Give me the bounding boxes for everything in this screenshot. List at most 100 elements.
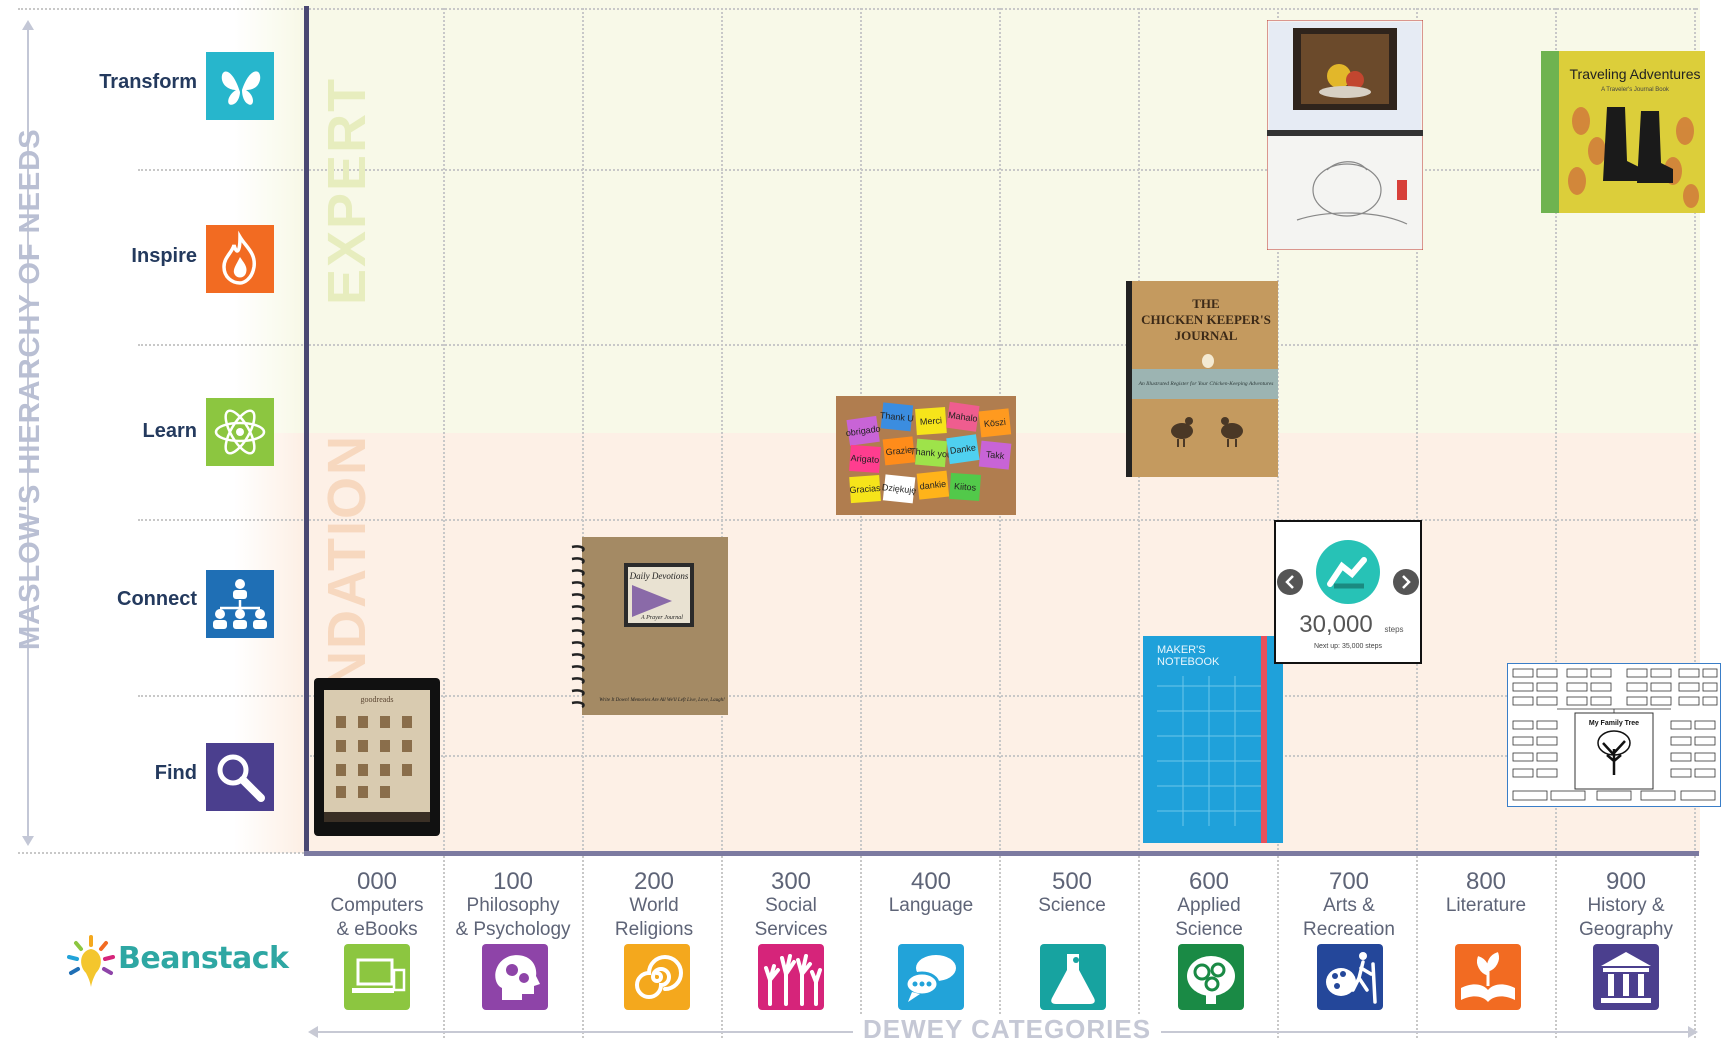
columns-icon xyxy=(1593,944,1659,1010)
category-code-500: 500 xyxy=(1051,868,1093,895)
thank-you-notes-image[interactable]: obrigado Thank U Merci Mahalo Köszi Arig… xyxy=(836,396,1016,515)
category-name-line1: World xyxy=(629,895,679,916)
palette-hiker-icon xyxy=(1317,944,1383,1010)
journal-cover-subtitle: A Prayer Journal xyxy=(640,615,683,621)
magnifier-icon xyxy=(206,743,274,811)
chicken-keepers-journal-image[interactable]: THE CHICKEN KEEPER'S JOURNAL An Illustra… xyxy=(1126,281,1278,477)
sticky-note-text: Köszi xyxy=(983,417,1006,429)
speech-bubbles-icon xyxy=(898,944,964,1010)
sticky-note-text: Arigato xyxy=(850,453,879,465)
maslow-axis-arrow xyxy=(22,20,34,846)
dewey-axis-title: DEWEY CATEGORIES xyxy=(853,1014,1162,1045)
grid-line xyxy=(1694,8,1696,1038)
category-name-line2: & eBooks xyxy=(336,919,418,940)
category-name-line1: Arts & xyxy=(1323,895,1375,916)
family-tree-title: My Family Tree xyxy=(1589,720,1639,727)
category-code-200: 200 xyxy=(633,868,675,895)
category-code-100: 100 xyxy=(492,868,534,895)
grid-line xyxy=(18,8,1698,10)
sticky-note-text: Danke xyxy=(949,442,976,456)
grid-line xyxy=(999,8,1001,1038)
goodreads-tablet-image[interactable]: goodreads xyxy=(314,678,440,836)
chicken-journal-title-line2: CHICKEN KEEPER'S xyxy=(1141,312,1271,327)
family-tree-image[interactable]: My Family Tree xyxy=(1507,663,1721,807)
chicken-journal-subtitle: An Illustrated Register for Your Chicken… xyxy=(1138,380,1274,387)
beanstack-sun-icon xyxy=(67,935,115,987)
grid-line xyxy=(1555,8,1557,1038)
sticky-note-text: dankie xyxy=(919,479,946,492)
beanstack-wordmark: Beanstack xyxy=(118,941,289,976)
prayer-journal-image[interactable]: Daily Devotions A Prayer Journal Write I… xyxy=(568,537,728,715)
sticky-note-text: Gracias xyxy=(849,483,881,495)
step-next-goal: Next up: 35,000 steps xyxy=(1314,643,1383,650)
goodreads-app-name: goodreads xyxy=(361,695,394,704)
grid-line xyxy=(138,519,1698,521)
category-name-line2: Recreation xyxy=(1303,919,1395,940)
category-code-700: 700 xyxy=(1328,868,1370,895)
level-label-connect: Connect xyxy=(117,588,197,610)
category-name-line1: Language xyxy=(888,895,974,916)
art-journal-image[interactable] xyxy=(1267,20,1423,250)
step-count-unit: steps xyxy=(1384,625,1403,634)
category-code-800: 800 xyxy=(1465,868,1507,895)
category-name-line1: Literature xyxy=(1445,895,1527,916)
category-code-300: 300 xyxy=(770,868,812,895)
category-name-line2: Science xyxy=(1175,919,1243,940)
grid-line xyxy=(138,695,1698,697)
category-code-600: 600 xyxy=(1188,868,1230,895)
traveling-adventures-book-image[interactable]: Traveling Adventures A Traveler's Journa… xyxy=(1541,51,1705,213)
level-label-inspire: Inspire xyxy=(131,245,197,267)
y-axis-line xyxy=(304,6,309,856)
sticky-note-text: Merci xyxy=(920,415,943,427)
category-name-line2: Geography xyxy=(1578,919,1673,940)
category-name-line1: Computers xyxy=(330,895,424,916)
grid-line xyxy=(443,8,445,1038)
step-goal-card[interactable]: 30,000 steps Next up: 35,000 steps xyxy=(1274,520,1422,664)
travel-book-title: Traveling Adventures xyxy=(1570,66,1701,82)
level-label-find: Find xyxy=(154,762,197,784)
people-network-icon xyxy=(206,570,274,638)
journal-cover-title: Daily Devotions xyxy=(629,571,689,581)
category-name-line1: History & xyxy=(1587,895,1665,916)
sticky-note-text: Thank U xyxy=(879,410,914,424)
level-label-transform: Transform xyxy=(99,71,197,93)
computer-icon xyxy=(344,944,410,1010)
makers-notebook-image[interactable]: MAKER'S NOTEBOOK xyxy=(1143,636,1283,843)
chicken-journal-title-line3: JOURNAL xyxy=(1175,328,1238,343)
level-label-learn: Learn xyxy=(142,420,197,442)
makers-notebook-title-line2: NOTEBOOK xyxy=(1157,656,1220,668)
beanstack-logo[interactable]: Beanstack xyxy=(66,935,289,991)
grid-line xyxy=(860,8,862,1038)
flame-icon xyxy=(206,225,274,293)
category-name-line1: Science xyxy=(1038,895,1106,916)
maslow-axis-title: MASLOW'S HIERARCHY OF NEEDS xyxy=(14,128,46,650)
chicken-journal-title-line1: THE xyxy=(1192,296,1219,311)
grid-line xyxy=(138,344,1698,346)
head-gears-icon xyxy=(482,944,548,1010)
grid-line xyxy=(721,8,723,1038)
x-axis-line xyxy=(304,851,1699,856)
sticky-note-text: Grazie xyxy=(885,445,912,458)
flask-icon xyxy=(1040,944,1106,1010)
sticky-note-text: Mahalo xyxy=(948,410,979,424)
raised-hands-icon xyxy=(758,944,824,1010)
butterfly-icon xyxy=(206,52,274,120)
category-name-line2: & Psychology xyxy=(455,919,571,940)
category-code-400: 400 xyxy=(910,868,952,895)
open-book-icon xyxy=(1455,944,1521,1010)
previous-arrow-icon xyxy=(1277,569,1303,595)
category-code-000: 000 xyxy=(356,868,398,895)
travel-book-subtitle: A Traveler's Journal Book xyxy=(1601,87,1670,93)
grid-line xyxy=(138,169,1698,171)
grid-line xyxy=(310,755,1698,757)
makers-notebook-title-line1: MAKER'S xyxy=(1157,644,1206,656)
atom-icon xyxy=(206,398,274,466)
sticky-note-text: Dziękuję xyxy=(881,482,916,496)
spiral-icon xyxy=(624,944,690,1010)
brain-gears-icon xyxy=(1178,944,1244,1010)
journal-footer-text: Write It Down! Memories Are All We'll Le… xyxy=(599,698,725,703)
sticky-note-text: Takk xyxy=(985,449,1005,461)
grid-line xyxy=(18,852,304,854)
sticky-note-text: Thank you xyxy=(910,446,953,460)
